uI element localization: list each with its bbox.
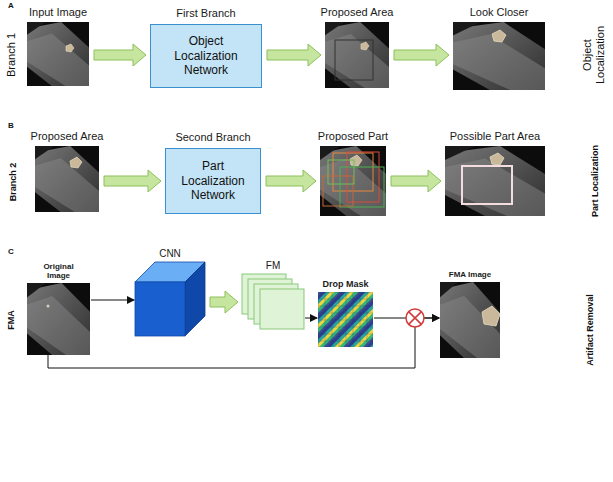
block-arrow — [94, 44, 146, 66]
panel-heading: Proposed Area — [321, 6, 394, 19]
network-box: Second BranchPart Localization Network — [165, 148, 261, 214]
panel-heading: Look Closer — [470, 6, 529, 19]
block-arrow — [266, 170, 316, 192]
side-label: Branch 2 — [8, 163, 18, 202]
image-panel: Look Closer — [453, 22, 545, 90]
panel-heading: FMA Image — [449, 270, 491, 279]
panel-heading: CNN — [159, 248, 181, 260]
panel-heading: Input Image — [29, 6, 87, 19]
panel-heading: Possible Part Area — [450, 130, 541, 143]
side-label: Part Localization — [590, 145, 600, 217]
image-panel: Proposed Area — [325, 22, 389, 88]
panel-heading: FM — [266, 260, 280, 272]
panel-heading: Second Branch — [175, 131, 250, 144]
panel-heading: First Branch — [176, 7, 235, 20]
network-box: First BranchObject Localization Network — [150, 24, 262, 88]
panel-letter: B — [8, 121, 14, 130]
image-panel: Proposed Part — [320, 146, 386, 216]
image-panel: FMA Image — [440, 282, 500, 358]
block-arrow — [210, 291, 238, 313]
panel-heading: Proposed Area — [31, 130, 104, 143]
image-panel: Original Image — [27, 283, 90, 355]
panel-heading: Proposed Part — [318, 130, 388, 143]
side-label: Artifact Removal — [585, 294, 595, 366]
panel-letter: A — [8, 1, 14, 10]
panel-heading: Original Image — [35, 262, 83, 280]
figure-block: CNN — [135, 262, 205, 336]
panel-letter: C — [8, 247, 14, 256]
connector-line — [305, 318, 317, 319]
image-panel: Proposed Area — [35, 146, 99, 212]
connector-line — [91, 300, 134, 301]
side-label: Object Localization — [581, 19, 606, 91]
panel-heading: Drop Mask — [322, 279, 368, 289]
side-label: FMA — [6, 310, 16, 330]
block-arrow — [391, 170, 441, 192]
connector-line — [48, 318, 439, 368]
image-panel: Possible Part Area — [445, 146, 545, 216]
figure-block: Drop Mask — [318, 292, 373, 347]
box-label: Object Localization Network — [151, 32, 261, 79]
image-panel: Input Image — [27, 22, 89, 86]
box-label: Part Localization Network — [166, 157, 260, 204]
block-arrow — [267, 44, 321, 66]
block-arrow — [104, 170, 161, 192]
block-arrow — [394, 44, 449, 66]
figure-block: FM — [242, 274, 304, 329]
side-label: Branch 1 — [5, 33, 18, 77]
